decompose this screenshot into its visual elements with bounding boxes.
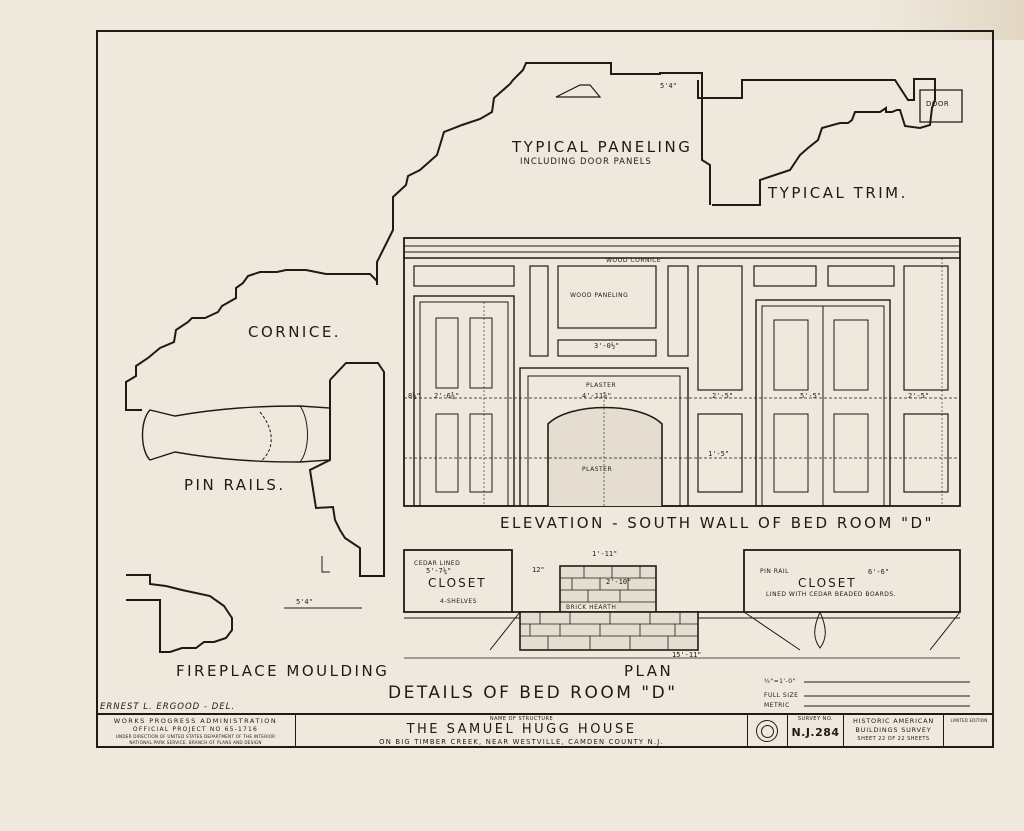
plaster-label-2: Plaster [582,466,613,473]
fireplace-moulding-profile [126,574,233,653]
typical-paneling-label: Typical Paneling [512,138,693,156]
fireplace-moulding-label: Fireplace Moulding [176,662,390,680]
brick-hearth [519,611,699,651]
drawing-border [96,30,994,748]
dim-door-width: 5'-5" [800,392,822,400]
cornice-lower-profile [308,362,385,577]
details-title: Details of Bed Room "D" [388,683,678,703]
survey-no-label: Survey No. [797,716,834,722]
title-block: Works Progress Administration Official P… [96,713,994,748]
delineator-signature: Ernest L. Ergood - Del. [100,702,236,712]
dim-fireplace-width: 4'-11¾" [582,392,612,400]
limited-edition-label: Limited Edition [950,718,988,723]
stone-pattern [520,566,698,650]
pin-rail-shape [141,405,331,463]
dim-closet-right: 6'-6" [868,568,890,576]
title-block-seal-cell [748,715,788,748]
door-trim-box [919,89,963,123]
nps-text: National Park Service, Branch of Plans a… [129,740,262,745]
fireplace-opening [547,406,663,506]
plan-closet-right [743,549,961,613]
dim-hearth: 2'-10" [606,578,632,586]
brick-hearth-label: Brick Hearth [566,604,617,611]
typical-trim-label: Typical Trim. [768,184,908,202]
lined-cedar-label: Lined with Cedar Beaded Boards. [766,591,897,598]
title-block-wpa-cell: Works Progress Administration Official P… [96,715,296,748]
dim-lower-panel: 1'-5" [708,450,730,458]
paneling-profile [376,62,711,285]
door-label: Door [926,100,950,108]
structure-name: The Samuel Hugg House [406,722,637,737]
structure-location: On Big Timber Creek, Near Westville, Cam… [379,738,664,746]
official-project-text: Official Project No 65-1716 [132,726,259,733]
wood-paneling-label: Wood Paneling [570,292,629,299]
paneling-panel-sketch [555,84,602,98]
cornice-label: Cornice. [248,323,342,341]
paper-edge-shading [874,0,1024,40]
title-block-survey-cell: Survey No. N.J.284 [788,715,844,748]
plaster-label-1: Plaster [586,382,617,389]
survey-number: N.J.284 [791,726,840,739]
wpa-text: Works Progress Administration [113,717,278,725]
pin-rail-label: Pin Rail [760,568,789,575]
interior-seal-icon [756,720,778,742]
dim-right-panel: 2'-5" [908,392,930,400]
under-direction-text: Under Direction of United States Departm… [115,734,276,739]
dim-paneling: 5'4" [660,82,677,90]
dim-closet-left: 5'-7¼" [426,567,452,575]
dim-left-margin: 8½" [408,392,421,400]
plan-closet-right-label: Closet [798,576,857,590]
habs-line-1: Historic American [852,717,935,725]
title-block-edition-cell: Limited Edition [944,715,994,748]
title-block-name-cell: Name of Structure The Samuel Hugg House … [296,715,748,748]
including-door-panels-label: Including Door Panels [520,157,652,167]
four-shelves-label: 4-Shelves [440,598,477,605]
cedar-lined-label: Cedar Lined [414,560,461,567]
scale-label-imperial: ¾"=1'-0" [764,678,796,685]
plan-closet-left [403,549,513,613]
dim-fireplace-moulding: 5'4" [296,598,313,606]
dim-chimney: 1'-11" [592,550,618,558]
dim-left-door: 2'-6¾" [434,392,460,400]
habs-line-2: Buildings Survey [855,726,932,734]
pin-rails-label: Pin Rails. [184,476,286,494]
scale-label-full-size: Full Size [764,692,799,699]
dim-panel-width: 2'-5" [712,392,734,400]
title-block-habs-cell: Historic American Buildings Survey Sheet… [844,715,944,748]
elevation-title: Elevation - South Wall of Bed Room "D" [500,514,934,532]
sheet-number: Sheet 22 of 22 Sheets [857,736,930,742]
elevation-outline [403,237,961,507]
dim-plan-offset: 12" [532,566,545,574]
trim-profile [697,78,936,206]
scale-label-metric: Metric [764,702,790,709]
wood-cornice-label: Wood Cornice [606,257,662,264]
dim-plan-total: 15'-11" [672,651,702,659]
name-of-structure-label: Name of Structure [489,716,554,722]
dim-mantel-panel: 3'-0½" [594,342,620,350]
plan-closet-left-label: Closet [428,576,487,590]
cornice-profile [125,269,378,411]
plan-label: Plan [624,662,674,680]
